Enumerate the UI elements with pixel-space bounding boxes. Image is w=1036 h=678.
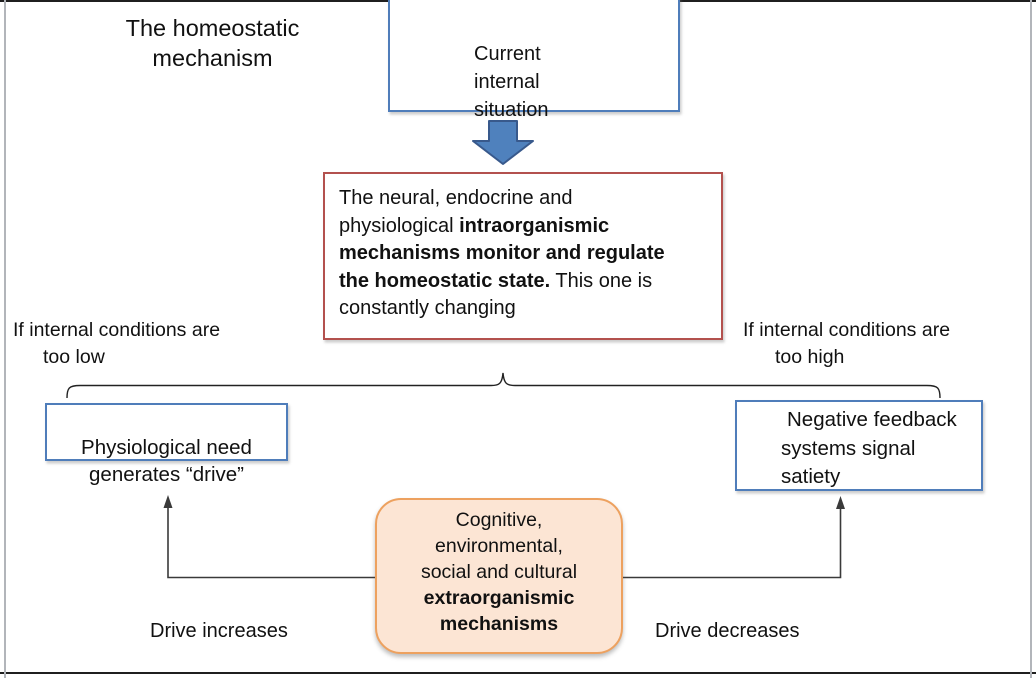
central-box-line: The neural, endocrine and [339, 187, 573, 209]
physiological-need-box: Physiological need generates “drive” [45, 403, 288, 486]
central-box-line: constantly changing [339, 297, 516, 320]
central-box-line: the homeostatic state. This one is [339, 269, 653, 292]
central-box-line: physiological intraorganismic [339, 214, 610, 237]
up-arrow-connector [623, 506, 842, 579]
condition-too-high-label: If internal conditions are too high [743, 319, 951, 368]
negative-feedback-box: Negative feedback systems signal satiety [735, 400, 983, 491]
up-arrow-connector [167, 505, 377, 579]
central-box-line: mechanisms monitor and regulate [339, 242, 665, 265]
drive-decreases-label: Drive decreases [655, 620, 800, 642]
up-arrowhead-icon [836, 496, 845, 509]
extraorganismic-mechanisms-box: Cognitive, environmental, social and cul… [375, 498, 623, 654]
slide-bottom-border [0, 672, 1036, 674]
top-box-text: Current internal situation [474, 43, 549, 121]
down-arrow-icon [472, 120, 534, 165]
intraorganismic-mechanisms-box: The neural, endocrine and physiological … [323, 172, 723, 340]
current-internal-situation-box: Current internal situation [388, 0, 680, 121]
drive-box-text: Physiological need generates “drive” [81, 436, 252, 486]
brace-shape [66, 372, 941, 399]
slide-right-border [1030, 0, 1032, 678]
diagram-title: The homeostatic mechanism [125, 15, 300, 71]
drive-increases-label: Drive increases [150, 620, 288, 642]
up-arrowhead-icon [163, 495, 173, 508]
condition-too-low-label: If internal conditions are too low [13, 319, 221, 368]
slide-left-border [4, 0, 6, 678]
